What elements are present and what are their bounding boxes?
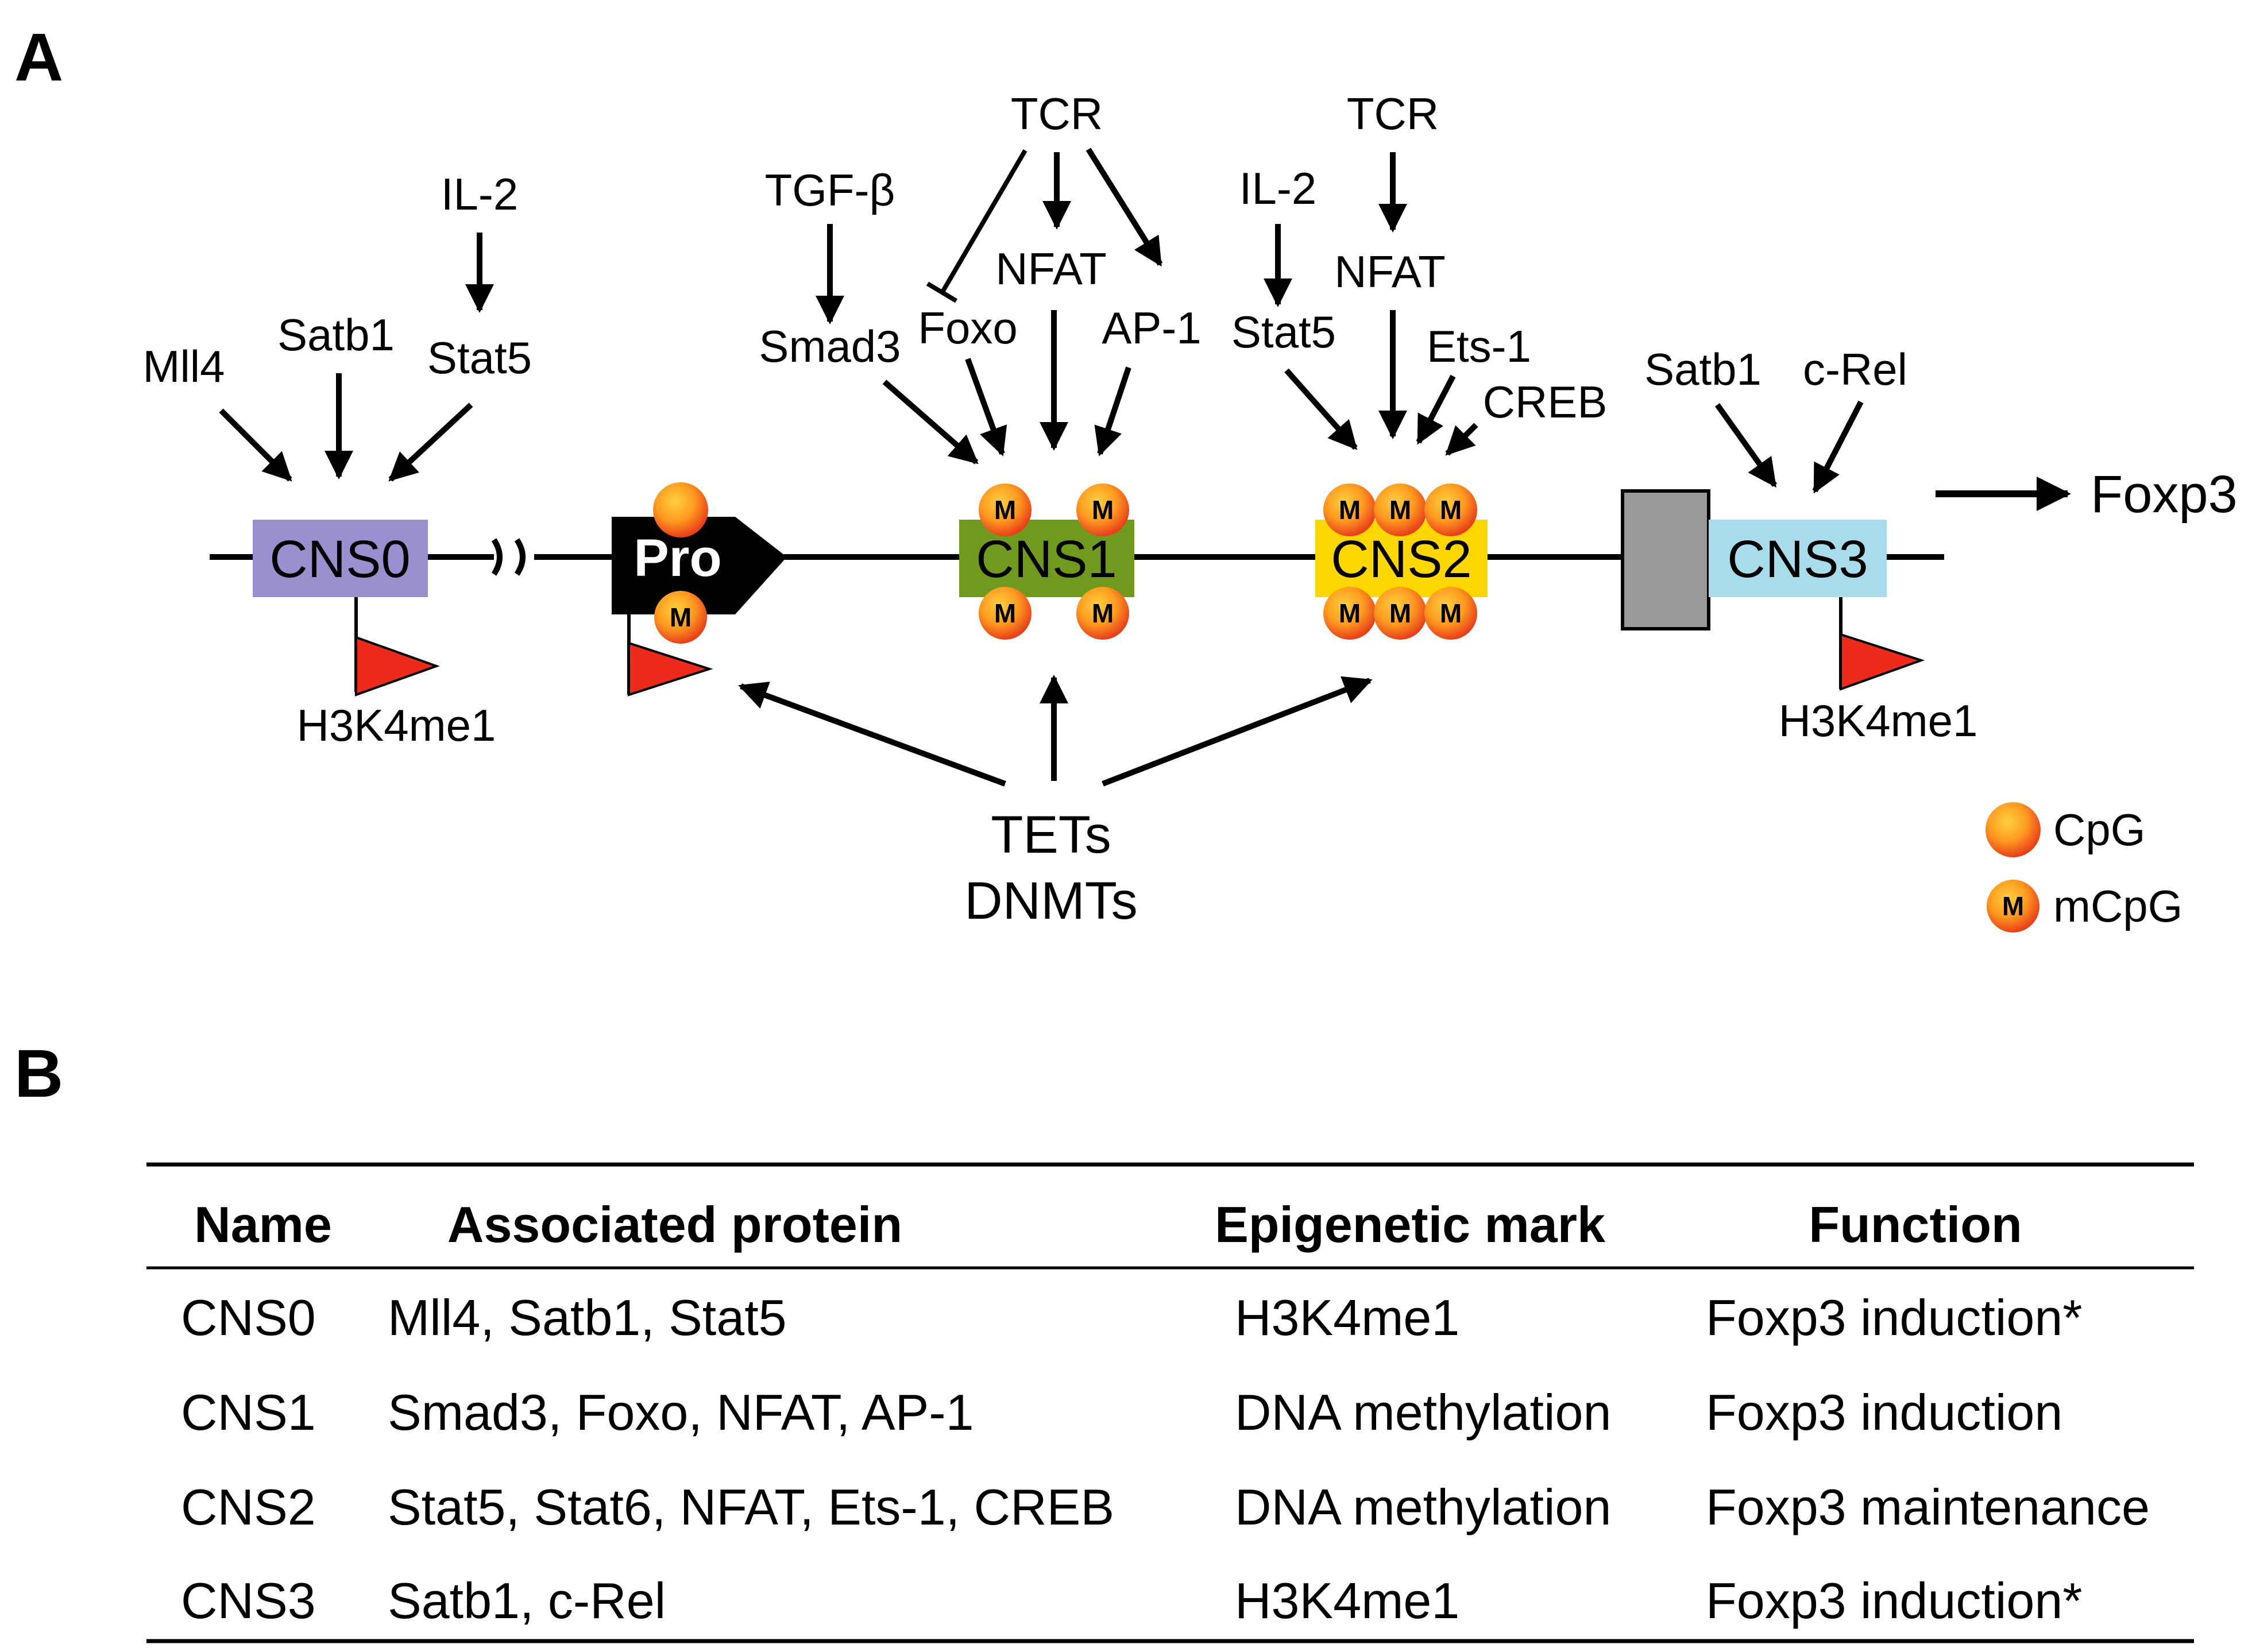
svg-text:Foxp3 induction*: Foxp3 induction* (1706, 1572, 2083, 1629)
svg-text:Smad3, Foxo, NFAT, AP-1: Smad3, Foxo, NFAT, AP-1 (388, 1384, 974, 1441)
stat5-label-cns2: Stat5 (1231, 307, 1336, 357)
svg-text:M: M (1092, 495, 1114, 525)
tgfb-label: TGF-β (765, 165, 895, 215)
panel-b-label: B (14, 1036, 63, 1112)
cns1-region: CNS1 M M M M (959, 483, 1134, 640)
h3k4me1-label-cns3: H3K4me1 (1779, 695, 1978, 746)
tcr-label-cns1: TCR (1011, 88, 1103, 139)
nfat-label-cns1: NFAT (995, 243, 1107, 294)
cns2-region: CNS2 M M M M M M (1315, 483, 1488, 640)
stat5-label-cns0: Stat5 (427, 332, 532, 383)
table-header-protein: Associated protein (447, 1196, 902, 1253)
table-header-mark: Epigenetic mark (1215, 1196, 1606, 1253)
svg-text:M: M (1389, 598, 1411, 628)
svg-text:Foxp3 induction*: Foxp3 induction* (1706, 1289, 2083, 1346)
promoter-arrow (612, 517, 787, 614)
ap1-label: AP-1 (1102, 303, 1201, 353)
svg-text:M: M (1092, 598, 1114, 628)
svg-text:H3K4me1: H3K4me1 (1235, 1289, 1459, 1346)
table-header-name: Name (194, 1196, 332, 1253)
svg-text:CNS1: CNS1 (181, 1384, 316, 1441)
table-row: CNS1 Smad3, Foxo, NFAT, AP-1 DNA methyla… (181, 1384, 2062, 1441)
svg-text:M: M (1440, 598, 1462, 628)
mcpg-dot (654, 591, 707, 644)
mll4-label: Mll4 (142, 341, 225, 392)
svg-text:M: M (994, 495, 1016, 525)
exon-region (1621, 489, 1710, 630)
legend: CpG M mCpG (1986, 802, 2183, 933)
creb-label: CREB (1483, 377, 1608, 427)
promoter-region: Pro M (612, 482, 787, 697)
svg-text:DNA methylation: DNA methylation (1235, 1384, 1611, 1441)
satb1-label-cns3: Satb1 (1644, 344, 1762, 394)
exon-box (1621, 489, 1710, 630)
svg-text:Satb1, c-Rel: Satb1, c-Rel (388, 1572, 666, 1629)
cpg-dot (653, 482, 708, 537)
satb1-label-cns0: Satb1 (277, 309, 395, 360)
svg-text:Mll4, Satb1, Stat5: Mll4, Satb1, Stat5 (388, 1289, 787, 1346)
cns0-box (253, 520, 428, 597)
foxp3-label: Foxp3 (2091, 465, 2238, 524)
dnmts-label: DNMTs (964, 872, 1138, 930)
il2-label-cns0: IL-2 (441, 169, 518, 219)
svg-text:CNS0: CNS0 (181, 1289, 316, 1346)
tcr-label-cns2: TCR (1347, 88, 1439, 139)
table-header-function: Function (1809, 1196, 2022, 1253)
svg-text:M: M (1389, 495, 1411, 525)
legend-mcpg-icon (1987, 880, 2039, 933)
svg-text:M: M (1440, 495, 1462, 525)
svg-text:Foxp3 maintenance: Foxp3 maintenance (1706, 1479, 2150, 1535)
legend-mcpg-label: mCpG (2053, 881, 2183, 931)
svg-text:M: M (1339, 598, 1361, 628)
cns0-region: CNS0 H3K4me1 (253, 520, 496, 750)
h3k4me1-flag-cns0 (355, 636, 440, 697)
nfat-label-cns2: NFAT (1334, 246, 1446, 297)
legend-cpg-label: CpG (2053, 804, 2145, 855)
foxo-label: Foxo (918, 303, 1017, 353)
crel-label: c-Rel (1803, 344, 1907, 394)
summary-table: Name Associated protein Epigenetic mark … (146, 1162, 2194, 1643)
cns1-mcpg-group: M M M M (979, 483, 1129, 640)
cns3-region: CNS3 H3K4me1 (1709, 520, 1977, 746)
svg-text:CNS2: CNS2 (181, 1479, 316, 1535)
cns0-label: CNS0 (269, 530, 410, 589)
cns2-label: CNS2 (1331, 530, 1471, 589)
table-row: CNS3 Satb1, c-Rel H3K4me1 Foxp3 inductio… (181, 1572, 2083, 1629)
smad3-label: Smad3 (759, 321, 901, 372)
svg-text:M: M (1339, 495, 1361, 525)
ets1-label: Ets-1 (1427, 321, 1531, 372)
legend-cpg-icon (1986, 802, 2041, 857)
h3k4me1-flag-cns3 (1840, 633, 1925, 691)
factor-labels: Mll4 Satb1 IL-2 Stat5 TGF-β Smad3 TCR Fo… (142, 88, 1907, 930)
svg-text:Foxp3 induction: Foxp3 induction (1706, 1384, 2062, 1441)
svg-text:M: M (2002, 891, 2024, 921)
cns2-mcpg-group: M M M M M M (1323, 483, 1477, 640)
table-row: CNS2 Stat5, Stat6, NFAT, Ets-1, CREB DNA… (181, 1479, 2150, 1535)
table-row: CNS0 Mll4, Satb1, Stat5 H3K4me1 Foxp3 in… (181, 1289, 2083, 1346)
h3k4me1-flag-promoter (628, 641, 713, 697)
regulatory-arrows (219, 148, 1864, 787)
svg-text:Stat5, Stat6, NFAT, Ets-1, CRE: Stat5, Stat6, NFAT, Ets-1, CREB (388, 1479, 1114, 1535)
svg-text:DNA methylation: DNA methylation (1235, 1479, 1611, 1535)
tets-label: TETs (991, 806, 1111, 864)
svg-text:CNS3: CNS3 (181, 1572, 316, 1629)
cns3-box (1709, 520, 1887, 597)
il2-label-cns2: IL-2 (1239, 163, 1316, 214)
h3k4me1-label-cns0: H3K4me1 (297, 700, 496, 750)
panel-a-label: A (14, 20, 63, 95)
cns1-label: CNS1 (976, 530, 1117, 589)
promoter-label: Pro (634, 529, 721, 587)
svg-text:H3K4me1: H3K4me1 (1235, 1572, 1459, 1629)
cns3-label: CNS3 (1727, 530, 1868, 589)
tcr-foxo-inhibition (926, 149, 1028, 303)
svg-text:M: M (994, 598, 1016, 628)
methyl-mark: M (670, 602, 692, 632)
